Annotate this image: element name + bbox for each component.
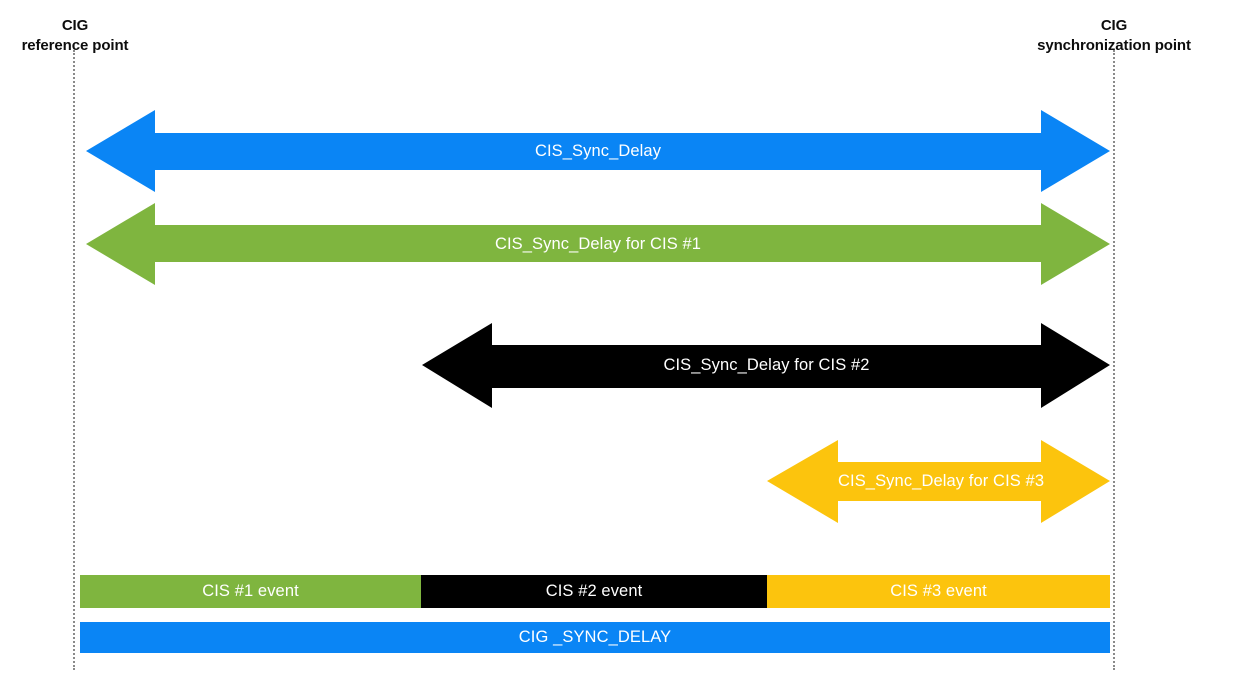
- cis-3-event-bar: CIS #3 event: [767, 575, 1110, 608]
- cis-sync-delay-cis-3-arrow-shape: [767, 440, 1110, 523]
- cig-sync-delay-bar: CIG _SYNC_DELAY: [80, 622, 1110, 653]
- cis-sync-delay-cis-2-arrow-shape: [422, 323, 1110, 408]
- cig-sync-delay-bar-label: CIG _SYNC_DELAY: [518, 628, 672, 646]
- cis-sync-delay-arrow-shape: [86, 110, 1110, 192]
- synchronization-point-guide-line: [1113, 50, 1117, 670]
- cis-2-event-bar: CIS #2 event: [421, 575, 767, 608]
- reference-point-guide-line: [73, 50, 77, 670]
- cis-3-event-bar-label: CIS #3 event: [890, 582, 987, 600]
- cis-sync-delay-cis-1-arrow-shape: [86, 203, 1110, 285]
- cig-synchronization-point-label: CIG synchronization point: [1037, 17, 1191, 54]
- cis-2-event-bar-label: CIS #2 event: [545, 582, 643, 600]
- cig-reference-point-label: CIG reference point: [21, 17, 129, 54]
- cis-1-event-bar-label: CIS #1 event: [202, 582, 299, 600]
- cis-1-event-bar: CIS #1 event: [80, 575, 421, 608]
